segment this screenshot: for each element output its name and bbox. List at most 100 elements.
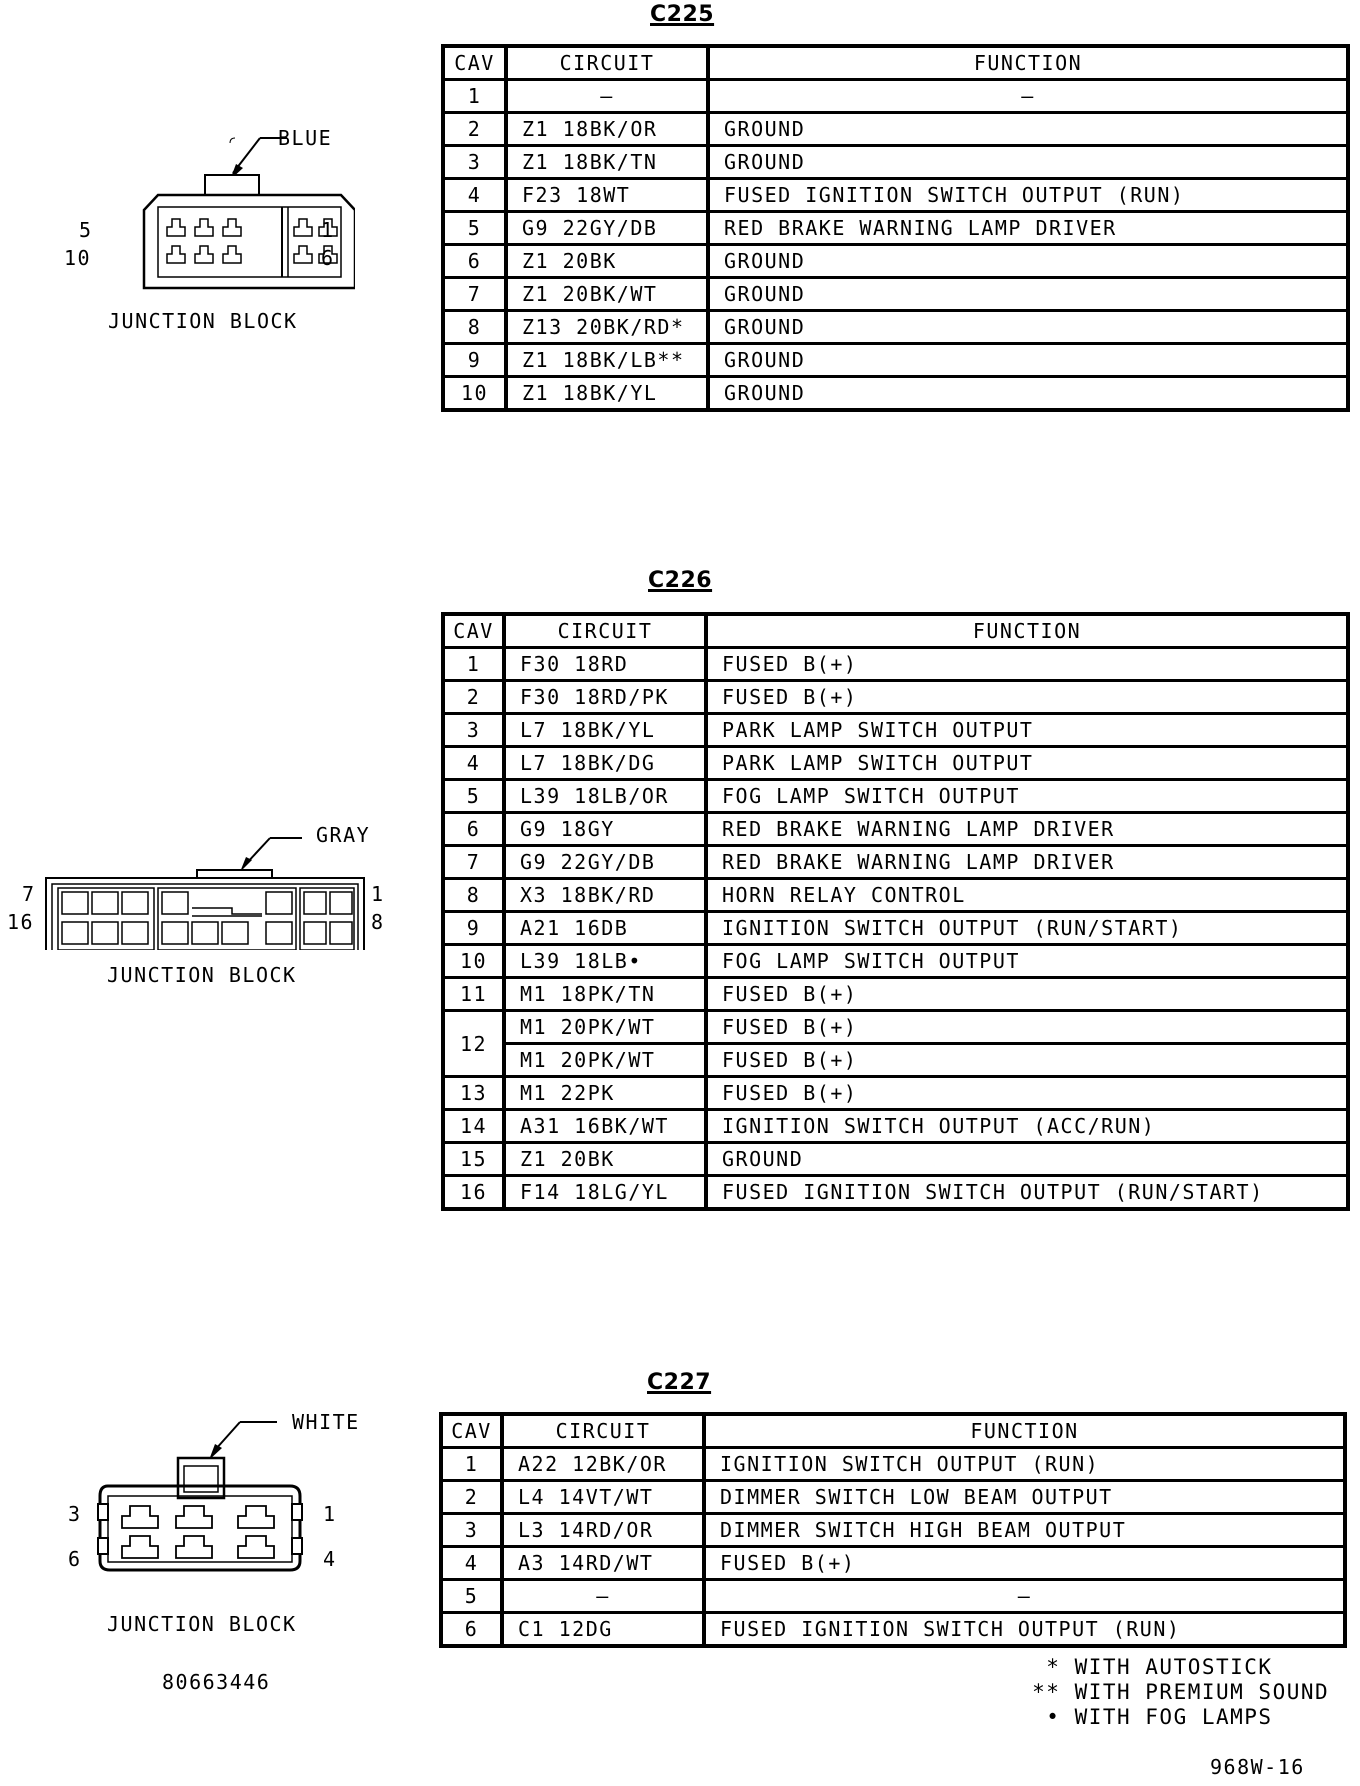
function-cell: IGNITION SWITCH OUTPUT (RUN) <box>703 1446 1346 1482</box>
circuit-header: CIRCUIT <box>503 613 708 649</box>
cav-cell: 10 <box>442 375 508 412</box>
function-cell: RED BRAKE WARNING LAMP DRIVER <box>705 811 1349 847</box>
circuit-cell: – <box>501 1578 706 1614</box>
function-cell: GROUND <box>707 144 1349 180</box>
cav-cell: 16 <box>442 1174 506 1211</box>
circuit-cell: L7 18BK/YL <box>503 712 708 748</box>
circuit-cell: M1 20PK/WT <box>503 1042 708 1078</box>
cav-cell: 4 <box>442 177 508 213</box>
c227-connector-diagram <box>97 1421 303 1572</box>
pin-label: 7 <box>22 882 36 906</box>
footnote: • WITH FOG LAMPS <box>1018 1705 1273 1729</box>
function-cell: PARK LAMP SWITCH OUTPUT <box>705 745 1349 781</box>
pin-label: 1 <box>371 882 385 906</box>
circuit-cell: L39 18LB/OR <box>503 778 708 814</box>
function-cell: DIMMER SWITCH LOW BEAM OUTPUT <box>703 1479 1346 1515</box>
cav-cell: 4 <box>440 1545 504 1581</box>
c227-title: C227 <box>647 1370 712 1395</box>
table-row: 1–– <box>442 78 1349 114</box>
c225-connector-diagram <box>142 137 355 290</box>
pin-label: 6 <box>321 246 335 270</box>
function-cell: IGNITION SWITCH OUTPUT (RUN/START) <box>705 910 1349 946</box>
function-header: FUNCTION <box>705 613 1349 649</box>
c226-connector-diagram <box>45 837 365 950</box>
cav-cell: 8 <box>442 309 508 345</box>
circuit-cell: F14 18LG/YL <box>503 1174 708 1211</box>
c225-block-label: JUNCTION BLOCK <box>108 309 298 333</box>
function-cell: IGNITION SWITCH OUTPUT (ACC/RUN) <box>705 1108 1349 1144</box>
circuit-cell: Z1 18BK/TN <box>505 144 710 180</box>
pin-label: 1 <box>323 1502 337 1526</box>
circuit-cell: F30 18RD/PK <box>503 679 708 715</box>
c226-block-label: JUNCTION BLOCK <box>107 963 297 987</box>
function-cell: DIMMER SWITCH HIGH BEAM OUTPUT <box>703 1512 1346 1548</box>
cav-cell: 9 <box>442 910 506 946</box>
function-cell: FUSED IGNITION SWITCH OUTPUT (RUN) <box>707 177 1349 213</box>
circuit-cell: Z1 18BK/YL <box>505 375 710 412</box>
function-cell: FUSED B(+) <box>705 679 1349 715</box>
cav-cell: 1 <box>442 78 508 114</box>
function-cell: FUSED B(+) <box>705 976 1349 1012</box>
c226-title: C226 <box>648 568 713 593</box>
circuit-cell: L4 14VT/WT <box>501 1479 706 1515</box>
circuit-header: CIRCUIT <box>501 1413 706 1449</box>
cav-header: CAV <box>442 45 508 81</box>
function-cell: FUSED B(+) <box>705 646 1349 682</box>
function-cell: GROUND <box>707 111 1349 147</box>
function-cell: FUSED B(+) <box>705 1009 1349 1045</box>
function-cell: GROUND <box>707 276 1349 312</box>
circuit-header: CIRCUIT <box>505 45 710 81</box>
figure-id: 968W-16 <box>1210 1755 1305 1779</box>
cav-header: CAV <box>440 1413 504 1449</box>
cav-cell: 5 <box>442 210 508 246</box>
function-cell: RED BRAKE WARNING LAMP DRIVER <box>705 844 1349 880</box>
function-cell: FUSED IGNITION SWITCH OUTPUT (RUN/START) <box>705 1174 1349 1211</box>
circuit-cell: Z1 18BK/OR <box>505 111 710 147</box>
cav-cell: 7 <box>442 276 508 312</box>
cav-cell: 13 <box>442 1075 506 1111</box>
circuit-cell: Z1 20BK/WT <box>505 276 710 312</box>
cav-cell: 9 <box>442 342 508 378</box>
cav-cell: 3 <box>442 712 506 748</box>
circuit-cell: F23 18WT <box>505 177 710 213</box>
circuit-cell: L39 18LB• <box>503 943 708 979</box>
function-cell: FUSED B(+) <box>705 1075 1349 1111</box>
cav-cell: 1 <box>440 1446 504 1482</box>
function-cell: FOG LAMP SWITCH OUTPUT <box>705 778 1349 814</box>
circuit-cell: X3 18BK/RD <box>503 877 708 913</box>
circuit-cell: Z1 20BK <box>505 243 710 279</box>
function-cell: GROUND <box>707 309 1349 345</box>
circuit-cell: F30 18RD <box>503 646 708 682</box>
circuit-cell: A31 16BK/WT <box>503 1108 708 1144</box>
cav-cell: 7 <box>442 844 506 880</box>
cav-cell: 3 <box>442 144 508 180</box>
circuit-cell: A21 16DB <box>503 910 708 946</box>
cav-cell: 1 <box>442 646 506 682</box>
cav-cell: 5 <box>440 1578 504 1614</box>
circuit-cell: – <box>505 78 710 114</box>
